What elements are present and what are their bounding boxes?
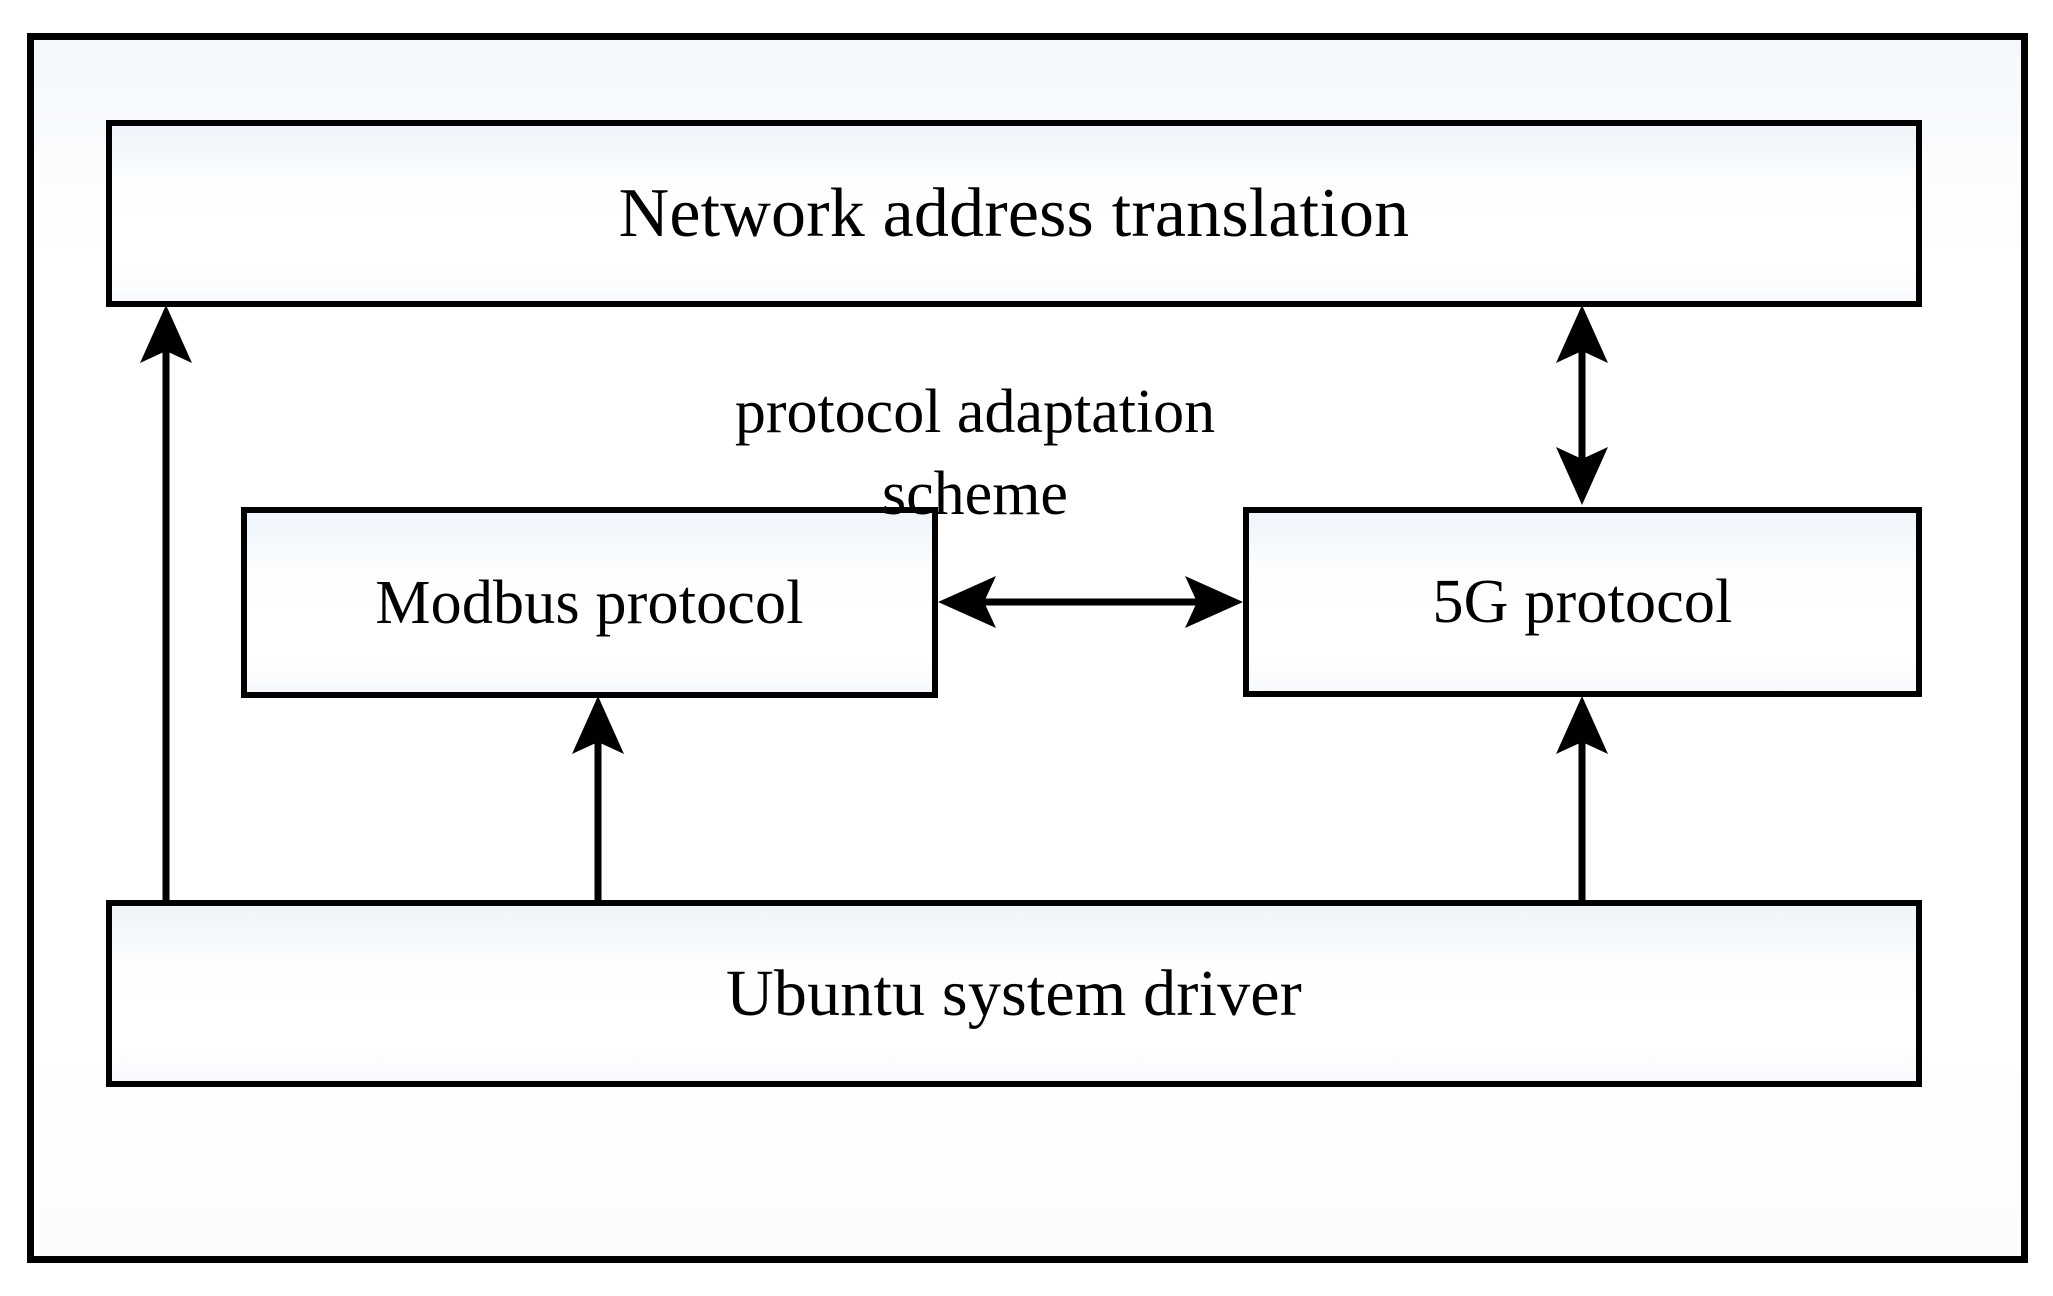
arrow-ubuntu-to-modbus [572, 696, 624, 902]
node-label-modbus-protocol: Modbus protocol [375, 568, 804, 637]
node-modbus-protocol[interactable]: Modbus protocol [241, 507, 938, 698]
node-5g-protocol[interactable]: 5G protocol [1243, 507, 1922, 697]
node-ubuntu-system-driver[interactable]: Ubuntu system driver [106, 900, 1922, 1087]
arrow-ubuntu-to-5g [1556, 696, 1608, 902]
node-network-address-translation[interactable]: Network address translation [106, 120, 1922, 307]
arrow-modbus-to-5g [938, 576, 1243, 628]
node-label-ubuntu-system-driver: Ubuntu system driver [726, 956, 1302, 1030]
node-label-network-address-translation: Network address translation [618, 174, 1410, 252]
node-label-5g-protocol: 5G protocol [1432, 568, 1733, 636]
arrow-ubuntu-to-nat [140, 305, 192, 900]
arrow-nat-to-5g [1556, 305, 1608, 505]
